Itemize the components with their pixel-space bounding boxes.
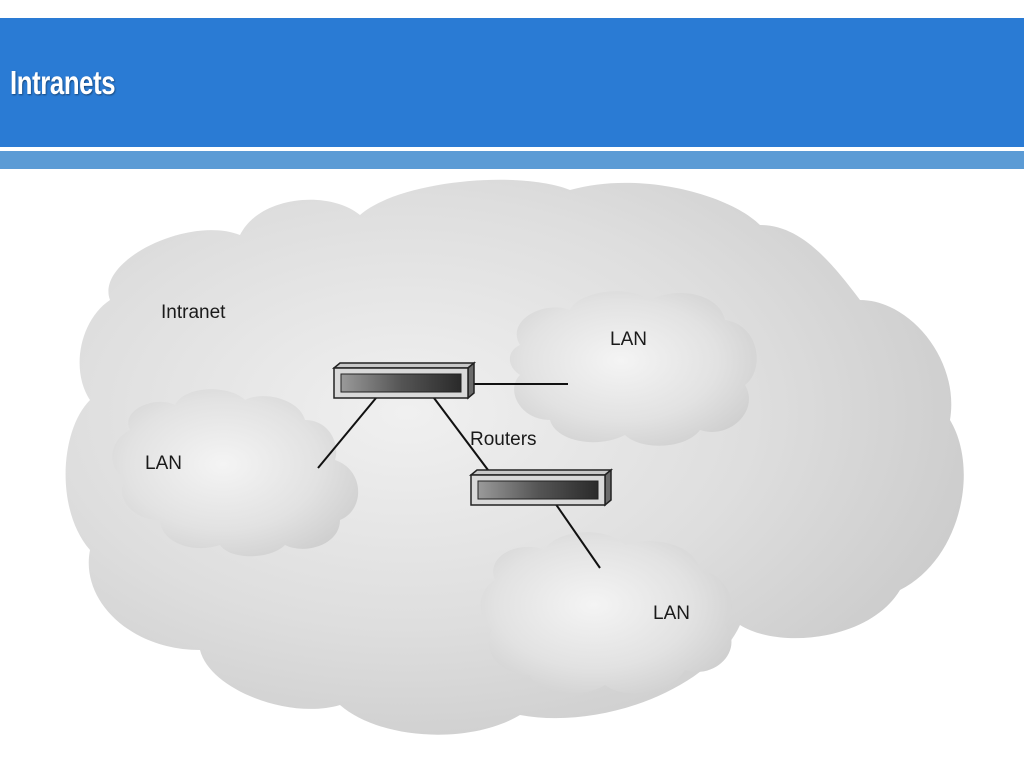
top-strip: [0, 0, 1024, 18]
title-divider-line: [0, 147, 1024, 151]
link-router1-router2: [433, 397, 489, 471]
slide-title: Intranets: [10, 64, 116, 101]
link-router2-lan-lower: [554, 502, 601, 569]
link-router1-lan-left: [317, 397, 377, 469]
lan-cloud-lower-right: [480, 532, 732, 694]
lan-label-upper-right: LAN: [610, 329, 647, 350]
intranet-label: Intranet: [161, 302, 226, 323]
routers-label: Routers: [470, 429, 537, 450]
lan-cloud-left: [112, 389, 359, 557]
lan-cloud-upper-right: [509, 291, 757, 446]
router-1: [331, 361, 477, 400]
lan-label-lower-right: LAN: [653, 603, 690, 624]
intranet-cloud: [65, 179, 964, 735]
lan-label-left: LAN: [145, 453, 182, 474]
router-2: [468, 468, 614, 507]
title-divider-band: [0, 151, 1024, 169]
title-bar: [0, 18, 1024, 147]
